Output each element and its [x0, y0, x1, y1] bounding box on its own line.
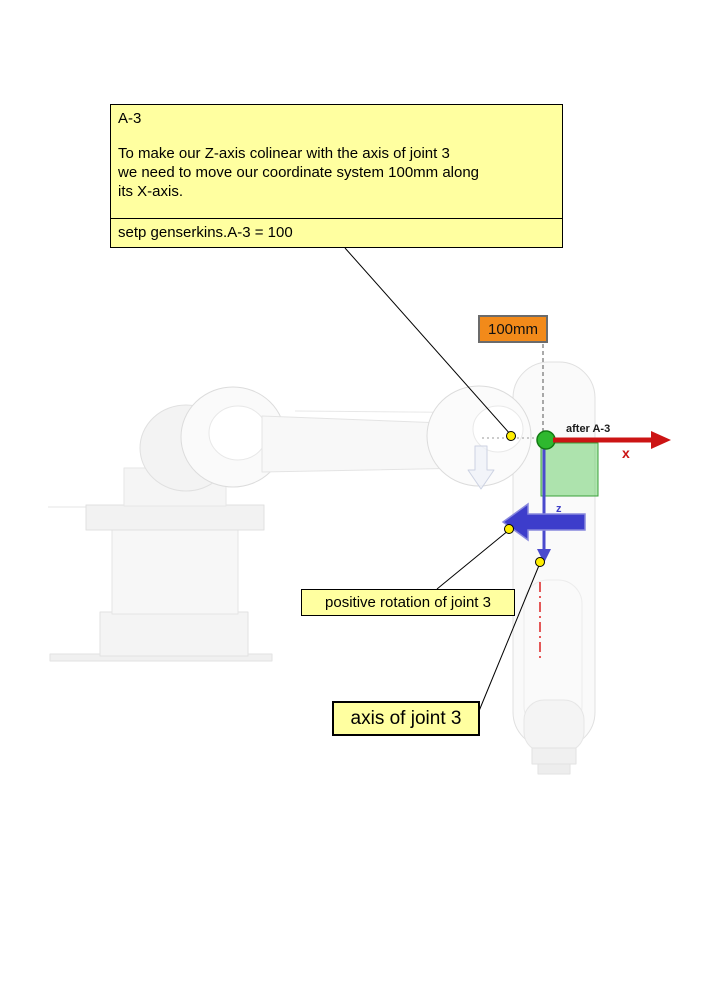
x-axis-arrow — [553, 431, 671, 449]
note-body-line: we need to move our coordinate system 10… — [118, 164, 480, 181]
offset-plane — [540, 442, 599, 497]
note-body-line: its X-axis. — [118, 183, 184, 200]
note-body-line: To make our Z-axis colinear with the axi… — [118, 145, 450, 162]
offset-distance-label: 100mm — [478, 315, 548, 343]
anchor-dot-origin — [506, 431, 516, 441]
note-body: To make our Z-axis colinear with the axi… — [111, 128, 562, 218]
z-axis-arrow — [537, 446, 551, 563]
joint-axis-label: axis of joint 3 — [332, 701, 480, 736]
rotation-leader-line — [436, 529, 510, 590]
note-box: A-3 To make our Z-axis colinear with the… — [110, 104, 563, 248]
robot-forearm-column — [512, 361, 596, 775]
robot-base — [85, 467, 265, 657]
x-axis-label: x — [622, 445, 630, 461]
axis-leader-line — [478, 562, 541, 712]
z-axis-label: z — [556, 503, 562, 515]
after-transform-label: after A-3 — [566, 423, 611, 435]
anchor-dot-axis — [535, 557, 545, 567]
joint-rotation-arrow — [501, 502, 586, 542]
note-leader-line — [344, 247, 512, 436]
robot-shoulder-joint — [139, 386, 286, 492]
note-command: setp genserkins.A-3 = 100 — [111, 218, 562, 247]
positive-rotation-label: positive rotation of joint 3 — [301, 589, 515, 616]
origin-marker — [536, 430, 556, 450]
note-title: A-3 — [118, 110, 142, 127]
ghost-z-axis-arrow-icon — [467, 445, 495, 490]
robot-arm-illustration — [48, 361, 596, 775]
anchor-dot-rotation — [504, 524, 514, 534]
